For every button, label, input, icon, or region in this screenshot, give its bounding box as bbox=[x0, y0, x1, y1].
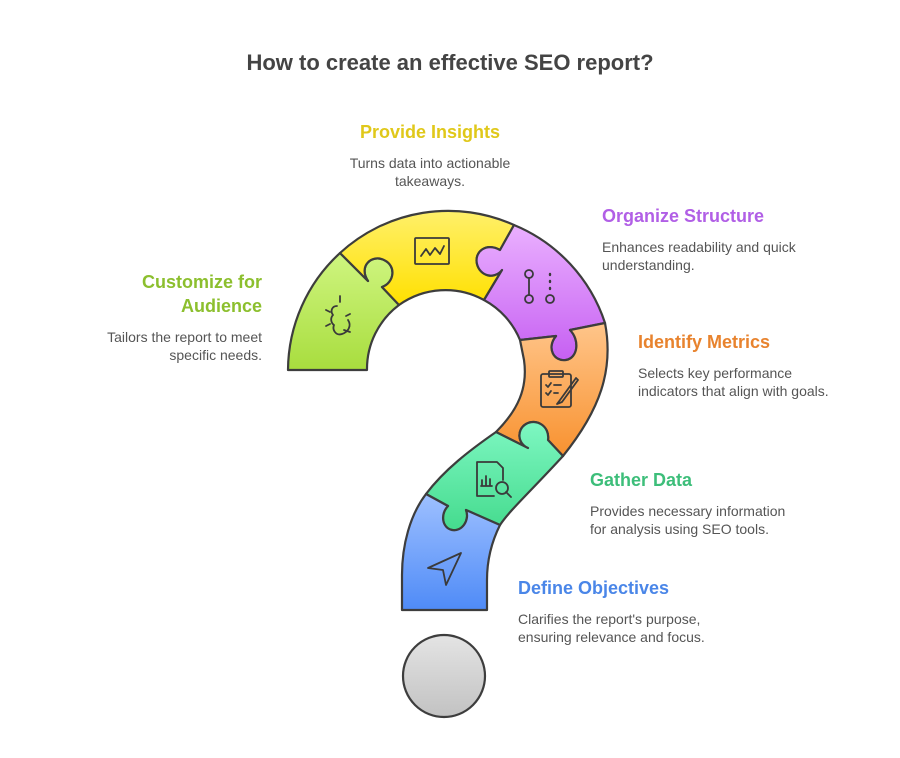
step-define-objectives: Define Objectives Clarifies the report's… bbox=[518, 576, 778, 646]
step-description: Turns data into actionable takeaways. bbox=[300, 154, 560, 190]
description-line: Provides necessary information bbox=[590, 503, 786, 519]
step-organize-structure: Organize Structure Enhances readability … bbox=[602, 204, 862, 274]
line-chart-icon bbox=[414, 237, 450, 265]
step-description: Provides necessary information for analy… bbox=[590, 502, 850, 538]
clipboard-pencil-icon bbox=[540, 370, 579, 408]
salamander-icon bbox=[325, 295, 351, 336]
step-gather-data: Gather Data Provides necessary informati… bbox=[590, 468, 850, 538]
step-title: Customize for Audience bbox=[60, 270, 262, 318]
description-line: ensuring relevance and focus. bbox=[518, 629, 705, 645]
description-line: Clarifies the report's purpose, bbox=[518, 611, 701, 627]
step-description: Enhances readability and quick understan… bbox=[602, 238, 862, 274]
nodes-structure-icon bbox=[524, 269, 555, 304]
step-description: Selects key performance indicators that … bbox=[638, 364, 888, 400]
step-title: Identify Metrics bbox=[638, 332, 771, 352]
puzzle-piece-gather-data bbox=[424, 420, 565, 532]
step-title: Organize Structure bbox=[602, 206, 765, 226]
navigation-arrow-icon bbox=[427, 552, 462, 586]
step-provide-insights: Provide Insights Turns data into actiona… bbox=[300, 120, 560, 190]
step-title: Define Objectives bbox=[518, 578, 670, 598]
step-description: Clarifies the report's purpose, ensuring… bbox=[518, 610, 778, 646]
puzzle-piece-identify-metrics bbox=[494, 321, 609, 458]
description-line: understanding. bbox=[602, 257, 695, 273]
page-title: How to create an effective SEO report? bbox=[246, 50, 654, 75]
step-title: Provide Insights bbox=[359, 122, 501, 142]
description-line: takeaways. bbox=[394, 173, 466, 189]
description-line: Tailors the report to meet bbox=[107, 329, 262, 345]
description-line: Selects key performance bbox=[638, 365, 793, 381]
step-description: Tailors the report to meet specific need… bbox=[60, 328, 262, 364]
description-line: specific needs. bbox=[169, 347, 262, 363]
step-title: Gather Data bbox=[590, 470, 693, 490]
question-mark-dot bbox=[401, 633, 487, 719]
description-line: Turns data into actionable bbox=[349, 155, 511, 171]
puzzle-piece-define-objectives bbox=[400, 492, 502, 612]
description-line: for analysis using SEO tools. bbox=[590, 521, 769, 537]
title-line: Customize for bbox=[141, 272, 262, 292]
step-customize-audience: Customize for Audience Tailors the repor… bbox=[60, 270, 262, 364]
description-line: indicators that align with goals. bbox=[638, 383, 829, 399]
title-line: Audience bbox=[180, 296, 262, 316]
description-line: Enhances readability and quick bbox=[602, 239, 796, 255]
document-chart-search-icon bbox=[476, 461, 512, 498]
step-identify-metrics: Identify Metrics Selects key performance… bbox=[638, 330, 888, 400]
puzzle-piece-customize-audience bbox=[286, 251, 401, 372]
